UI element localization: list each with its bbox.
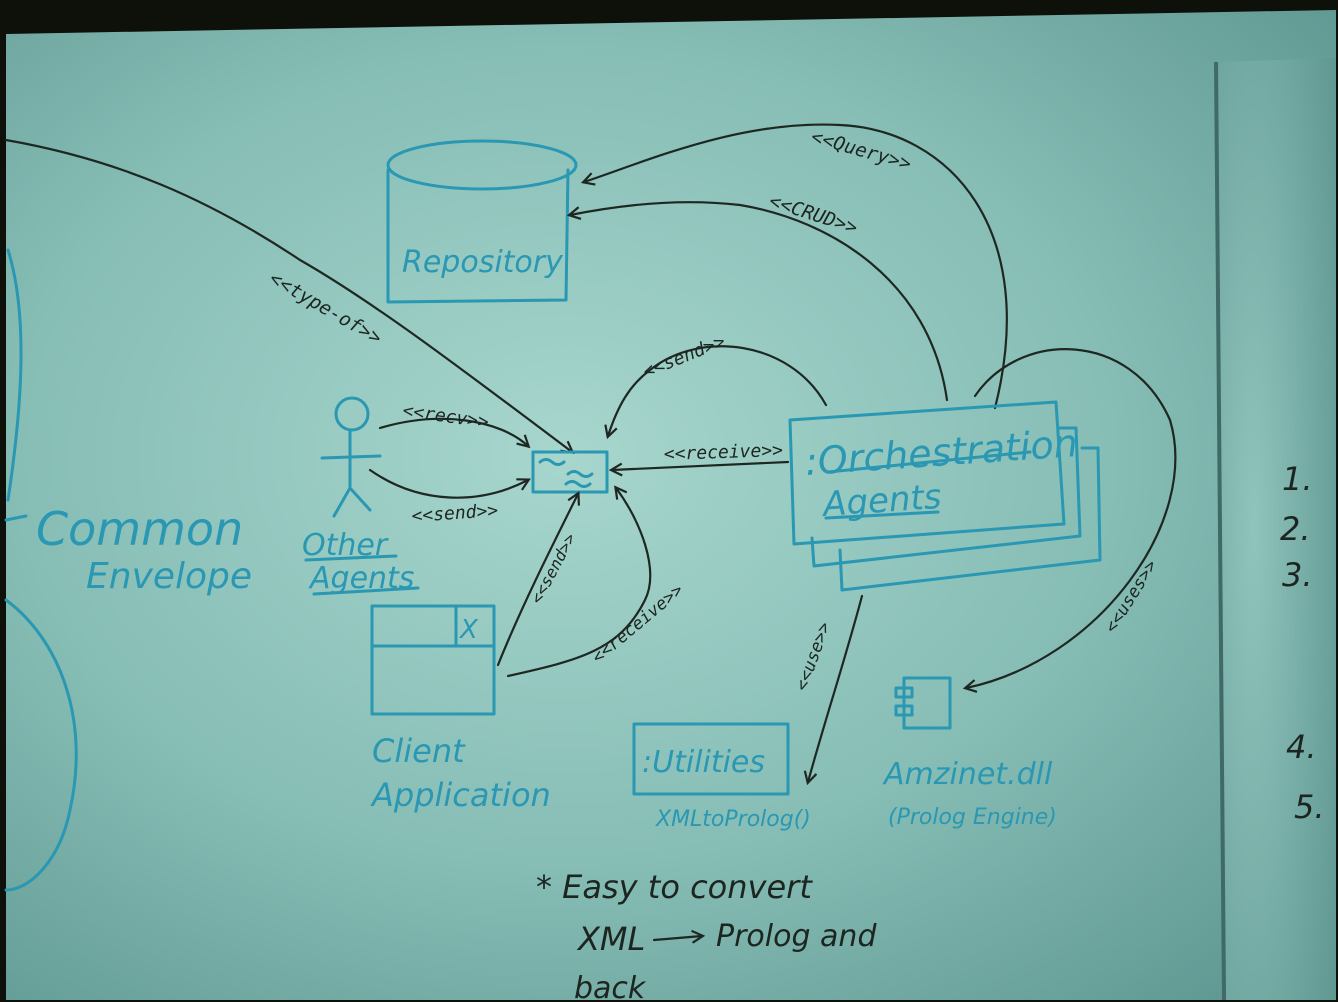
envelope-pointer xyxy=(4,514,28,522)
query-line xyxy=(584,123,1008,410)
uses-line xyxy=(966,348,1177,688)
crud-line xyxy=(570,201,949,402)
client-window-close-label: X xyxy=(458,615,479,645)
client-application-node: X Client Application xyxy=(370,604,551,814)
side-number-3: 3. xyxy=(1282,556,1313,594)
whiteboard-left xyxy=(6,10,1336,1000)
repository-label: Repository xyxy=(402,245,564,280)
amzinet-label: Amzinet.dll xyxy=(882,757,1053,792)
note-line-2: XML xyxy=(576,920,645,958)
send-orch-line xyxy=(608,345,828,436)
recv-line xyxy=(378,417,528,446)
conversion-note: * Easy to convert XML Prolog and back xyxy=(536,868,877,1002)
client-application-label-2: Application xyxy=(370,776,551,814)
utilities-method-label: XMLtoProlog() xyxy=(655,807,811,832)
amzinet-component-icon xyxy=(894,676,952,730)
side-number-4: 4. xyxy=(1286,728,1317,766)
repository-node: Repository xyxy=(386,139,578,304)
side-number-5: 5. xyxy=(1294,788,1325,826)
whiteboard-right xyxy=(1218,58,1336,1000)
side-number-list: 1. 2. 3. 4. 5. xyxy=(1280,460,1325,826)
envelope-outline-top xyxy=(6,248,23,502)
receive-orch-stereotype: <<receive>> xyxy=(663,440,783,465)
note-line-2b: Prolog and xyxy=(716,919,877,954)
common-envelope-label-1: Common xyxy=(36,502,243,556)
note-arrow xyxy=(652,936,702,940)
note-line-1: * Easy to convert xyxy=(536,868,813,906)
board-divider xyxy=(1214,61,1226,1001)
side-number-1: 1. xyxy=(1282,460,1313,498)
send-agents-line xyxy=(368,468,528,499)
type-of-line xyxy=(4,138,572,452)
send-client-line xyxy=(496,494,578,667)
utilities-label: :Utilities xyxy=(642,745,765,780)
use-line xyxy=(808,594,864,782)
envelope-outline-bottom xyxy=(4,598,78,892)
other-agents-actor: Other Agents xyxy=(302,396,420,596)
receive-client-line xyxy=(506,488,652,678)
common-envelope-label-2: Envelope xyxy=(86,556,252,597)
note-line-3: back xyxy=(574,971,647,1002)
side-number-2: 2. xyxy=(1280,510,1311,548)
client-application-label-1: Client xyxy=(372,732,466,770)
utilities-node: :Utilities XMLtoProlog() xyxy=(632,722,811,832)
amzinet-note-label: (Prolog Engine) xyxy=(888,805,1057,830)
receive-orch-line xyxy=(612,460,790,470)
